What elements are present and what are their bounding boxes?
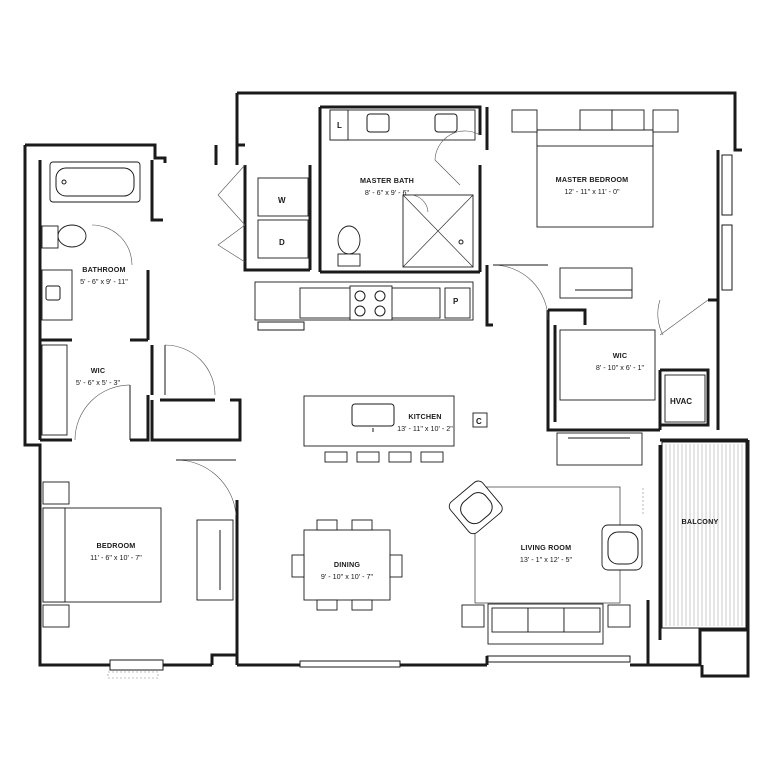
room-label-master-bedroom: MASTER BEDROOM 12' - 11" x 11' - 0" (556, 175, 629, 196)
closet-door (164, 344, 216, 396)
room-label-bedroom: BEDROOM 11' - 6" x 10' - 7" (90, 541, 142, 562)
hvac-label: HVAC (670, 397, 692, 406)
walls (23, 91, 750, 678)
laundry-door (217, 164, 246, 226)
dining-table (291, 519, 403, 611)
hvac-unit (664, 374, 706, 423)
room-size: 13' - 11" x 10' - 2" (397, 424, 453, 433)
room-size: 11' - 6" x 10' - 7" (90, 553, 142, 562)
room-size: 12' - 11" x 11' - 0" (564, 187, 620, 196)
room-size: 9' - 10" x 10' - 7" (321, 572, 374, 581)
room-name: LIVING ROOM (521, 543, 572, 552)
room-name: BEDROOM (97, 541, 136, 550)
room-label-balcony: BALCONY (682, 517, 719, 526)
dryer-label: D (279, 238, 285, 247)
room-name: MASTER BEDROOM (556, 175, 629, 184)
living-room-furniture (448, 432, 643, 645)
laundry (257, 177, 309, 259)
linen-label: L (337, 121, 342, 130)
bedroom-door (175, 459, 237, 516)
master-bedroom-door (492, 264, 549, 321)
room-name: WIC (613, 351, 628, 360)
bathroom-fixtures (41, 161, 141, 321)
room-name: BATHROOM (82, 265, 125, 274)
bedroom-bed (42, 481, 234, 628)
south-windows (299, 655, 631, 668)
window (721, 154, 733, 291)
room-label-living-room: LIVING ROOM 13' - 1" x 12' - 5" (520, 543, 573, 564)
room-name: MASTER BATH (360, 176, 414, 185)
wic-door (659, 299, 709, 336)
wic-left-shelving (41, 344, 68, 436)
room-label-bathroom: BATHROOM 5' - 6" x 9' - 11" (80, 265, 128, 286)
room-name: DINING (334, 560, 361, 569)
master-bath-fixtures (329, 109, 481, 268)
room-name: BALCONY (682, 517, 719, 526)
washer-label: W (278, 196, 286, 205)
closet-marker (472, 412, 488, 428)
room-label-master-bath: MASTER BATH 8' - 6" x 9' - 6" (360, 176, 414, 197)
wic-left-door (74, 384, 131, 441)
room-name: KITCHEN (408, 412, 441, 421)
room-name: WIC (91, 366, 106, 375)
room-size: 5' - 6" x 9' - 11" (80, 277, 128, 286)
room-size: 13' - 1" x 12' - 5" (520, 555, 573, 564)
balcony-decking (661, 441, 747, 629)
bedroom-window (109, 659, 164, 671)
room-size: 8' - 10" x 6' - 1" (596, 363, 645, 372)
pantry-label: P (453, 297, 459, 306)
room-label-dining: DINING 9' - 10" x 10' - 7" (321, 560, 374, 581)
closet-label: C (476, 417, 482, 426)
master-bed (511, 109, 679, 299)
room-label-wic-left: WIC 5' - 6" x 5' - 3" (76, 366, 121, 387)
kitchen-counter (254, 281, 474, 331)
wic-shelving (559, 329, 656, 401)
kitchen-island (303, 395, 455, 463)
room-label-kitchen: KITCHEN 13' - 11" x 10' - 2" (397, 412, 453, 433)
room-label-wic-right: WIC 8' - 10" x 6' - 1" (596, 351, 645, 372)
room-size: 5' - 6" x 5' - 3" (76, 378, 121, 387)
room-size: 8' - 6" x 9' - 6" (365, 188, 410, 197)
